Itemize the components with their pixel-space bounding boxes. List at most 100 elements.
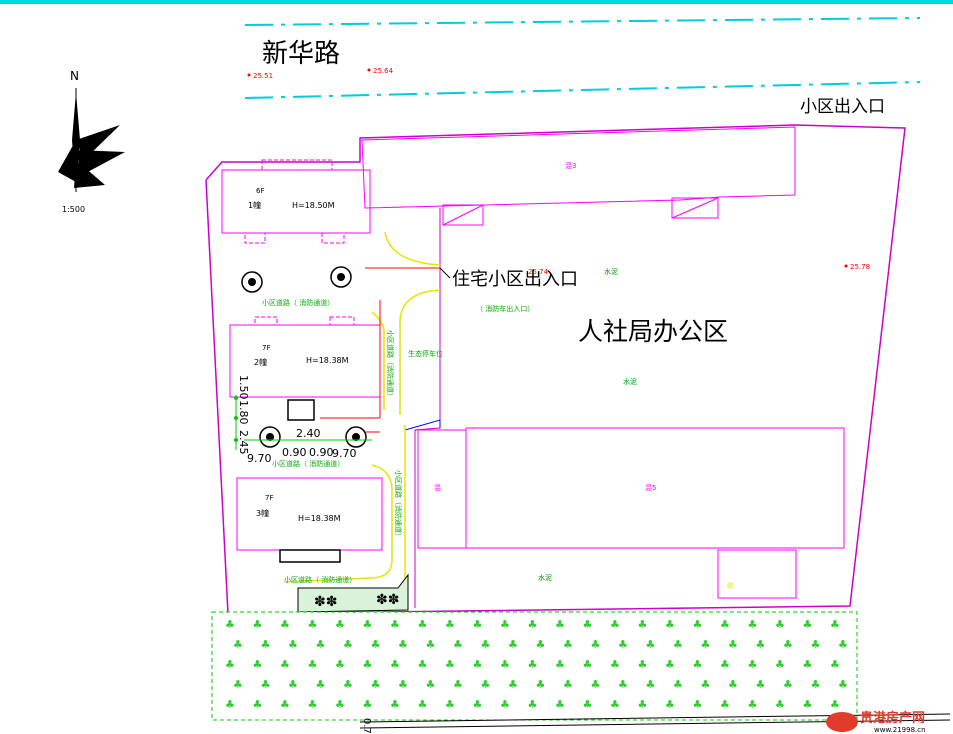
shrub-icon: ♣ [528, 698, 538, 711]
shrub-icon: ♣ [253, 618, 263, 631]
shrub-icon: ♣ [316, 638, 326, 651]
shrub-icon: ♣ [261, 638, 271, 651]
office-area-label: 人社局办公区 [578, 317, 728, 346]
north-arrow-icon: N 1:500 [58, 69, 125, 214]
shrub-icon: ♣ [591, 678, 601, 691]
shrub-icon: ♣ [803, 618, 813, 631]
shrub-icon: ♣ [783, 678, 793, 691]
road-elev-b: 25.64 [373, 67, 394, 75]
shrub-icon: ♣ [445, 698, 455, 711]
office-building-5 [465, 427, 845, 549]
fire-lane-label-1: 小区道路（ 消防通道） [262, 298, 334, 307]
shrub-icon: ♣ [830, 658, 840, 671]
dim-150: 1.50 [237, 375, 250, 400]
shrub-icon: ♣ [775, 618, 785, 631]
shrub-icon: ♣ [225, 698, 235, 711]
fire-exit-label: （ 消防车出入口） [476, 304, 534, 313]
shrub-icon: ♣ [555, 658, 565, 671]
shrub-icon: ♣ [390, 698, 400, 711]
shrub-icon: ♣ [555, 618, 565, 631]
shrub-icon: ♣ [783, 638, 793, 651]
top-border [0, 0, 953, 4]
shrub-icon: ♣ [261, 678, 271, 691]
dim-970a: 9.70 [247, 452, 272, 465]
shrub-icon: ♣ [508, 638, 518, 651]
shrub-icon: ♣ [665, 618, 675, 631]
shrub-icon: ♣ [618, 638, 628, 651]
shrub-icon: ♣ [646, 638, 656, 651]
shrub-icon: ♣ [536, 638, 546, 651]
building-2: 7F 2幢 H=18.38M [229, 316, 381, 421]
shrub-icon: ♣ [811, 638, 821, 651]
dim-090b: 0.90 [309, 446, 334, 459]
shrub-icon: ♣ [830, 698, 840, 711]
shrub-icon: ♣ [288, 638, 298, 651]
shed-label: 砖 [727, 581, 734, 590]
shrub-icon: ♣ [308, 658, 318, 671]
office-building-small [417, 429, 467, 549]
shrub-icon: ♣ [610, 698, 620, 711]
entrance-block [279, 549, 341, 563]
elev-mid: 25.74 [528, 268, 549, 276]
shrub-icon: ♣ [335, 658, 345, 671]
shrub-icon: ♣ [646, 678, 656, 691]
shrub-icon: ♣ [756, 638, 766, 651]
shrub-icon-a: ✽✽ [314, 594, 337, 610]
shrub-icon: ♣ [563, 638, 573, 651]
b1-name: 1幢 [248, 200, 261, 210]
dim-090a: 0.90 [282, 446, 307, 459]
shrub-icon: ♣ [638, 658, 648, 671]
fire-lane-inner [371, 311, 385, 410]
shrub-icon: ♣ [528, 618, 538, 631]
shrub-icon: ♣ [500, 658, 510, 671]
shrub-icon: ♣ [563, 678, 573, 691]
shrub-icon: ♣ [253, 658, 263, 671]
shrub-icon: ♣ [280, 618, 290, 631]
watermark-url: www.21998.cn [874, 726, 926, 734]
building-3: 7F 3幢 H=18.38M [236, 477, 383, 563]
green-belt [211, 611, 858, 721]
shrub-icon: ♣ [720, 698, 730, 711]
shrub-icon: ♣ [720, 618, 730, 631]
shrub-icon: ♣ [280, 698, 290, 711]
tree-icons [241, 266, 367, 448]
office-small-label: 混 [434, 483, 441, 492]
shrub-icon: ♣ [445, 618, 455, 631]
road-elev-a: 25.51 [253, 72, 273, 80]
fire-lane-label-3: 小区道路（ 消防通道） [284, 575, 356, 584]
shrub-icon: ♣ [363, 698, 373, 711]
shrub-icon: ♣ [673, 678, 683, 691]
b3-floors: 7F [265, 494, 273, 502]
shrub-icon: ♣ [473, 698, 483, 711]
shrub-icon: ♣ [583, 658, 593, 671]
shrub-icon: ♣ [308, 618, 318, 631]
shrub-icon: ♣ [363, 618, 373, 631]
shrub-icon: ♣ [473, 618, 483, 631]
fire-lane-bottom [284, 464, 393, 583]
cement-label-1: 水泥 [604, 267, 618, 276]
shrub-icon: ♣ [390, 618, 400, 631]
dim-240: 2.40 [296, 427, 321, 440]
shrub-icon: ♣ [288, 678, 298, 691]
office-building-3 [361, 126, 796, 209]
elev-right: 25.78 [850, 263, 870, 271]
dim-180: 1.80 [237, 400, 250, 425]
fire-lane-label-2: 小区道路（ 消防通道） [272, 459, 344, 468]
shrub-icon: ♣ [693, 658, 703, 671]
shrub-icon: ♣ [225, 658, 235, 671]
dim-245: 2.45 [237, 430, 250, 455]
shrub-icon: ♣ [610, 658, 620, 671]
shrub-icon: ♣ [748, 618, 758, 631]
b3-height: H=18.38M [298, 514, 341, 523]
shrub-icon: ♣ [830, 618, 840, 631]
shrub-icon: ♣ [335, 698, 345, 711]
shrub-icon: ♣ [701, 638, 711, 651]
shrub-icon: ♣ [665, 658, 675, 671]
shrub-icon: ♣ [638, 698, 648, 711]
shrub-icon: ♣ [803, 698, 813, 711]
shrub-icon: ♣ [371, 678, 381, 691]
shrub-icon: ♣ [803, 658, 813, 671]
shrub-icon: ♣ [316, 678, 326, 691]
shrub-icon: ♣ [811, 678, 821, 691]
